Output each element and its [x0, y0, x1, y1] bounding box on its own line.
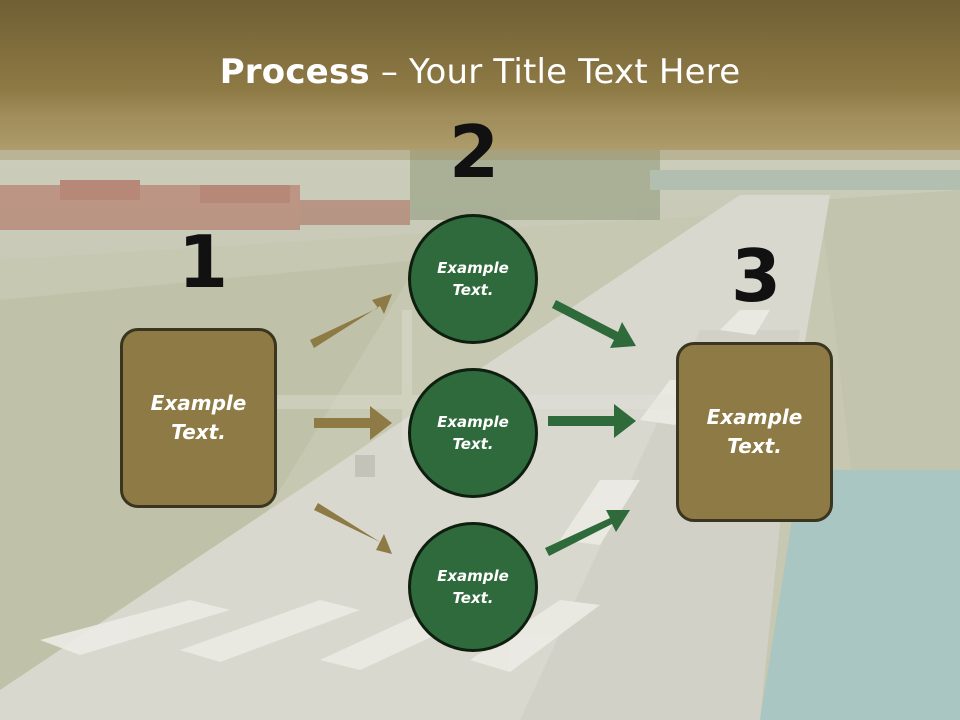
- circle-middle-label: Example Text.: [437, 412, 509, 454]
- step-number-1: 1: [178, 220, 229, 304]
- left-box-label: Example Text.: [150, 391, 247, 444]
- step-number-2: 2: [449, 110, 500, 194]
- title-rest: – Your Title Text Here: [369, 52, 741, 92]
- circle-top-label: Example Text.: [437, 258, 509, 300]
- step-number-3: 3: [731, 234, 782, 318]
- right-box-label: Example Text.: [706, 405, 803, 458]
- circle-bottom-label: Example Text.: [437, 566, 509, 608]
- circle-top: Example Text.: [408, 214, 538, 344]
- circle-bottom: Example Text.: [408, 522, 538, 652]
- title-bold: Process: [219, 52, 370, 92]
- circle-middle: Example Text.: [408, 368, 538, 498]
- slide-title: Process – Your Title Text Here: [0, 52, 960, 92]
- left-process-box: Example Text.: [120, 328, 277, 508]
- right-process-box: Example Text.: [676, 342, 833, 522]
